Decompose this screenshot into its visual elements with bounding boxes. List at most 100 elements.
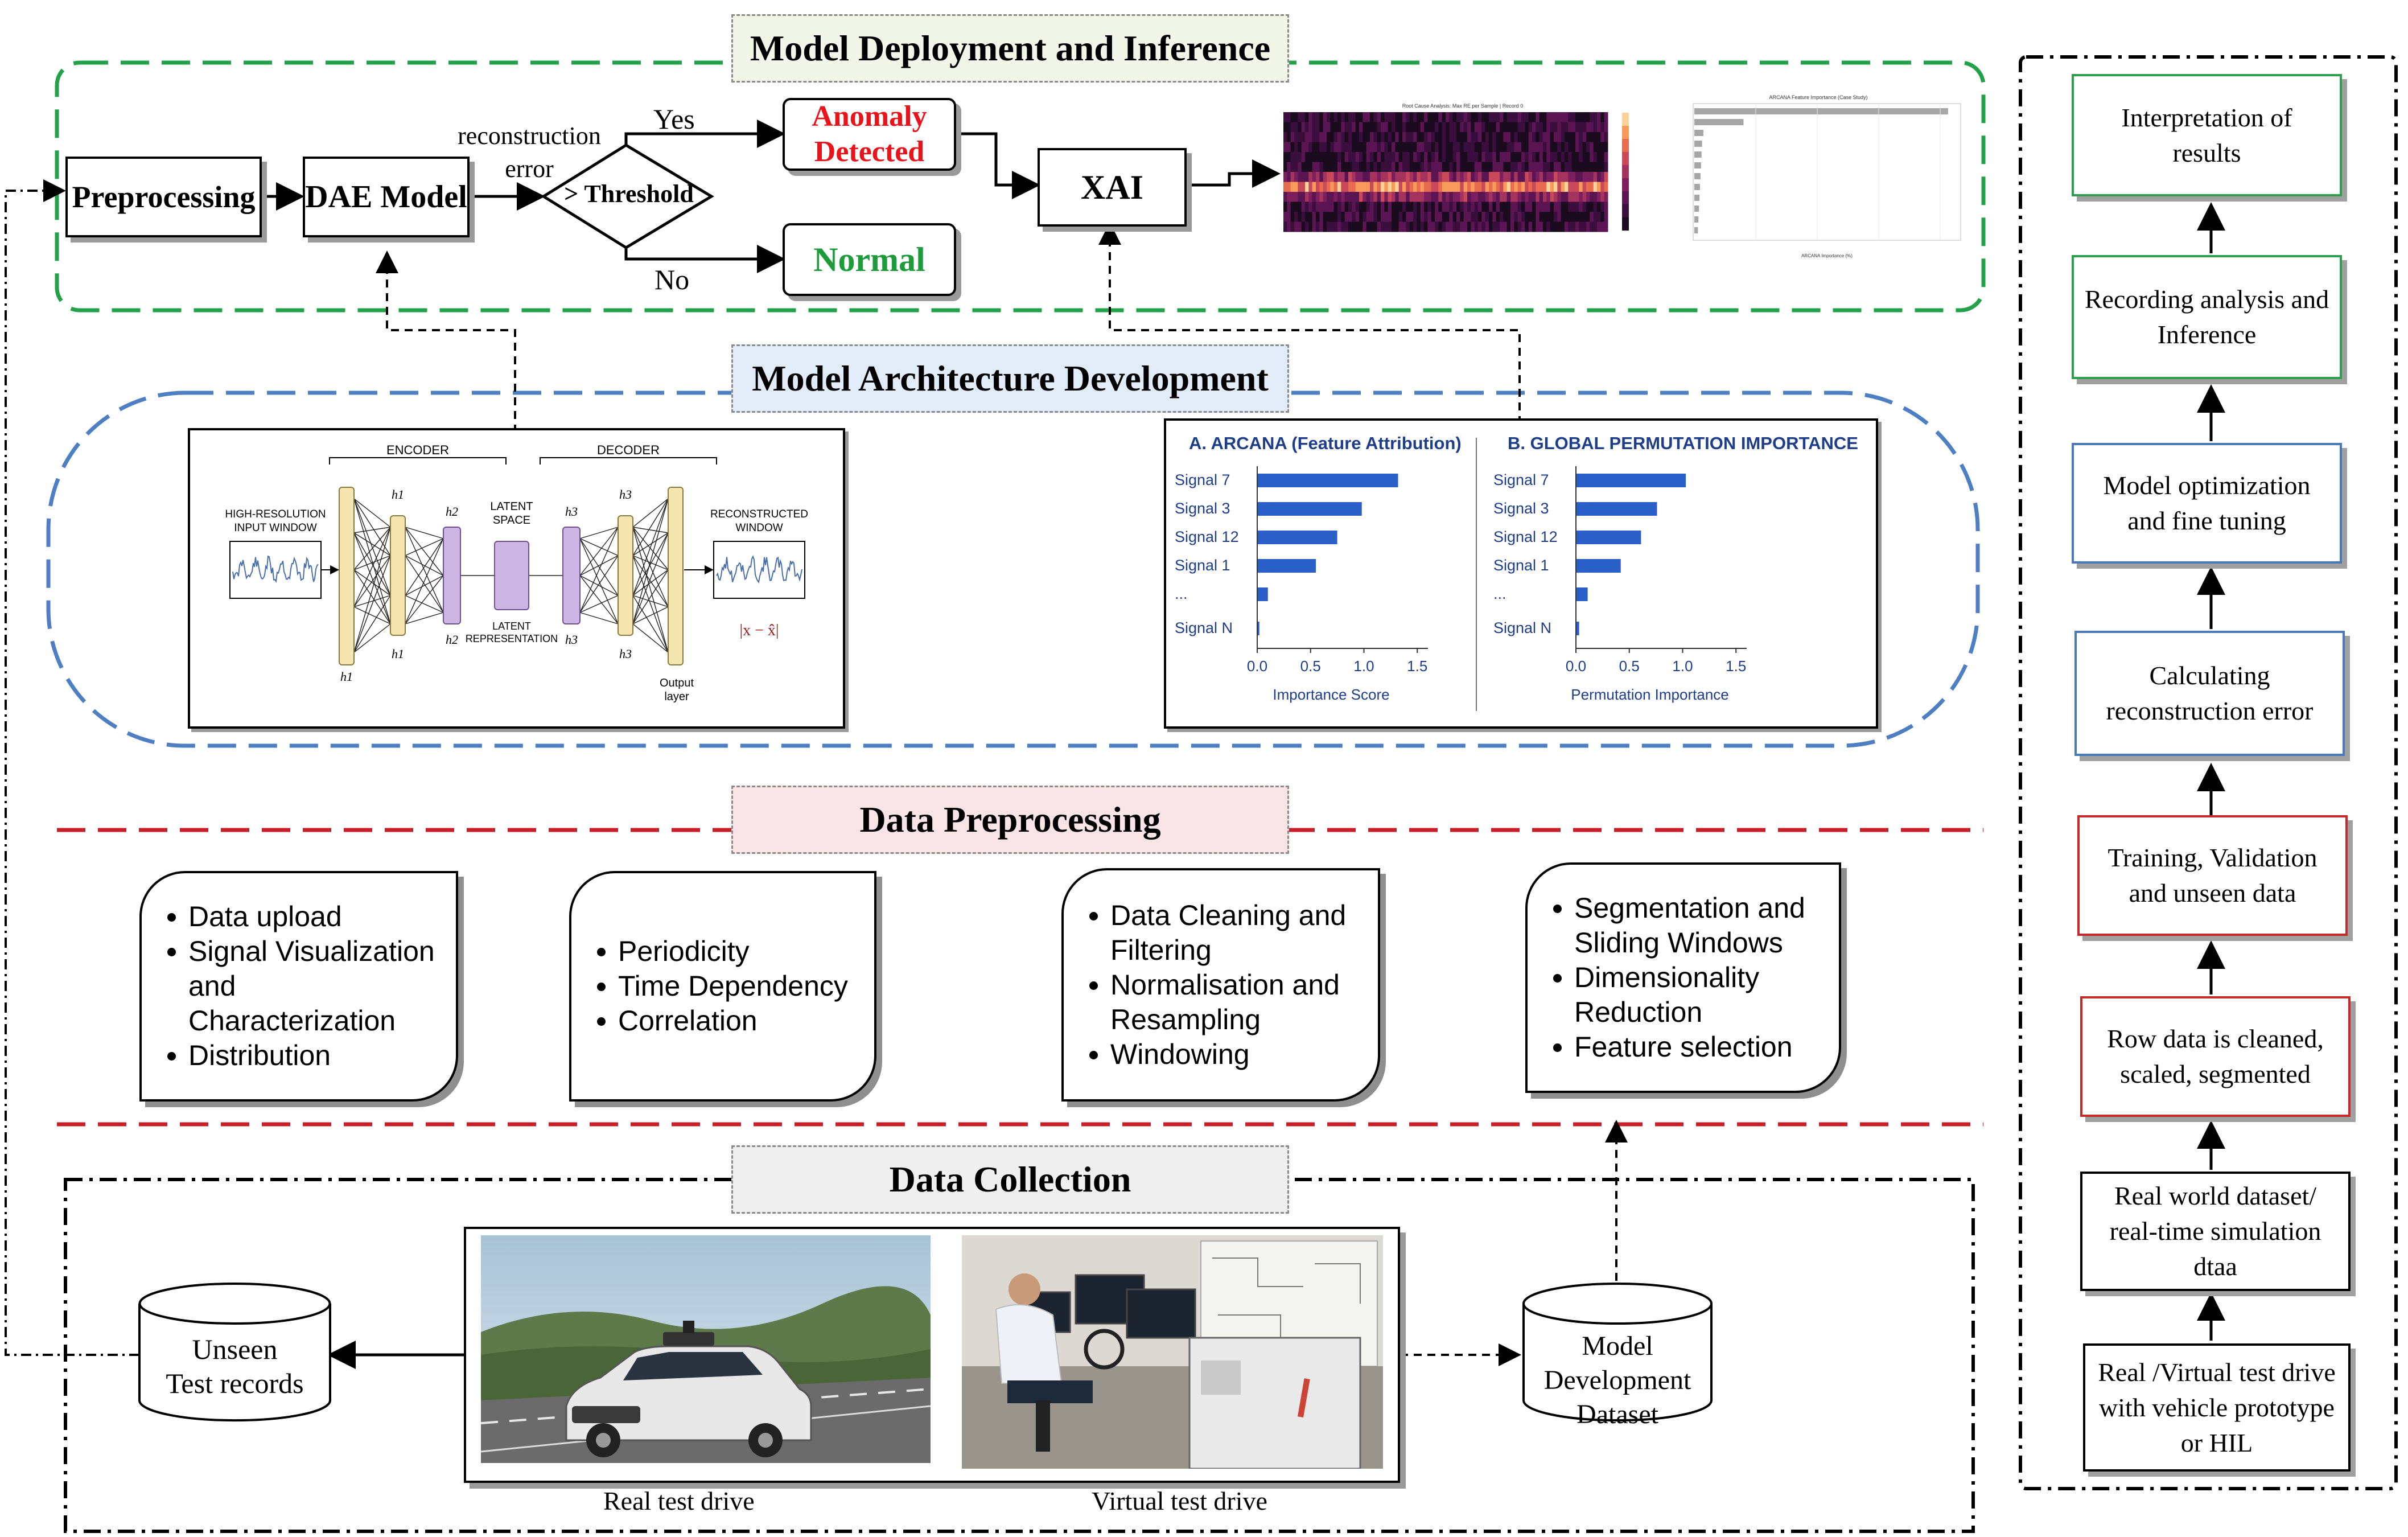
reconstruction-error-label: reconstruction error bbox=[438, 120, 620, 186]
chart-xlabel: Permutation Importance bbox=[1571, 686, 1728, 703]
prep-item: Distribution bbox=[188, 1038, 442, 1073]
latent-space-label-1: LATENT bbox=[490, 500, 533, 513]
chart-title: B. GLOBAL PERMUTATION IMPORTANCE bbox=[1508, 433, 1858, 453]
arcana-chart: A. ARCANA (Feature Attribution)Signal 7S… bbox=[1175, 433, 1462, 703]
prep-box-data-upload: Data upload Signal Visualization and Cha… bbox=[139, 871, 458, 1102]
output-layer-label-2: layer bbox=[664, 691, 689, 703]
h2-label-b: h2 bbox=[446, 632, 458, 647]
xai-box: XAI bbox=[1038, 148, 1187, 227]
right-step-label: Calculating reconstruction error bbox=[2106, 661, 2314, 725]
right-step-label: Training, Validation and unseen data bbox=[2107, 843, 2318, 907]
thumbnail-bars bbox=[1694, 105, 1948, 240]
model-development-label: Model Development Dataset bbox=[1521, 1329, 1714, 1432]
prep-item: Signal Visualization and Characterizatio… bbox=[188, 934, 442, 1038]
h1-label-c: h1 bbox=[392, 647, 404, 661]
chart-tick-label: 0.5 bbox=[1300, 657, 1321, 675]
heatmap-colorbar bbox=[1622, 113, 1629, 231]
virtual-test-drive-caption: Virtual test drive bbox=[1092, 1486, 1267, 1515]
prep-item: Periodicity bbox=[618, 934, 848, 969]
yes-label: Yes bbox=[653, 103, 695, 135]
feature-importance-charts: A. ARCANA (Feature Attribution)Signal 7S… bbox=[1175, 433, 1858, 711]
right-step-optimization: Model optimization and fine tuning bbox=[2072, 443, 2342, 564]
model-dev-line2: Development bbox=[1543, 1365, 1691, 1395]
right-step-recording: Recording analysis and Inference bbox=[2072, 255, 2342, 379]
heatmap-title: Root Cause Analysis: Max RE per Sample |… bbox=[1402, 103, 1523, 109]
input-signal bbox=[232, 555, 319, 583]
chart-category-label: Signal 3 bbox=[1493, 500, 1549, 517]
deployment-section-border bbox=[55, 60, 1986, 313]
right-step-dataset: Real world dataset/ real-time simulation… bbox=[2080, 1172, 2351, 1291]
chart-bar bbox=[1576, 502, 1657, 516]
no-label: No bbox=[655, 264, 690, 295]
reconstructed-signal bbox=[716, 554, 802, 584]
dae-model-box: DAE Model bbox=[303, 157, 470, 237]
decoder-label: DECODER bbox=[597, 443, 660, 457]
h1-label-b: h1 bbox=[392, 487, 404, 502]
architecture-title: Model Architecture Development bbox=[731, 344, 1289, 413]
real-test-drive-caption: Real test drive bbox=[603, 1486, 755, 1515]
chart-category-label: ... bbox=[1175, 585, 1188, 602]
reconstructed-window-label-1: RECONSTRUCTED bbox=[710, 508, 808, 520]
right-step-label: Row data is cleaned, scaled, segmented bbox=[2107, 1024, 2324, 1088]
right-step-test-drive: Real /Virtual test drive with vehicle pr… bbox=[2083, 1343, 2351, 1472]
chart-bar bbox=[1257, 474, 1398, 487]
heatmap-thumbnail: Root Cause Analysis: Max RE per Sample |… bbox=[1283, 103, 1629, 232]
threshold-label: > Threshold bbox=[564, 180, 694, 208]
output-layer-label-1: Output bbox=[660, 677, 694, 689]
chart-tick-label: 0.0 bbox=[1247, 657, 1267, 675]
chart-category-label: Signal N bbox=[1493, 619, 1551, 636]
chart-tick-label: 1.5 bbox=[1407, 657, 1427, 675]
chart-bar bbox=[1257, 502, 1362, 516]
latent-space-label-2: SPACE bbox=[493, 514, 530, 527]
latent-rep-label-2: REPRESENTATION bbox=[466, 633, 558, 644]
right-step-label: Model optimization and fine tuning bbox=[2103, 471, 2311, 535]
chart-bar bbox=[1257, 587, 1268, 601]
right-step-label: Interpretation of results bbox=[2121, 102, 2292, 167]
chart-category-label: ... bbox=[1493, 585, 1506, 602]
chart-category-label: Signal 7 bbox=[1175, 471, 1230, 488]
model-dev-line1: Model bbox=[1582, 1331, 1653, 1361]
chart-category-label: Signal 12 bbox=[1175, 528, 1239, 545]
chart-bar bbox=[1576, 531, 1641, 544]
dae-model-label: DAE Model bbox=[305, 179, 467, 215]
prep-item: Segmentation and Sliding Windows bbox=[1574, 891, 1825, 960]
prep-box-cleaning: Data Cleaning and Filtering Normalisatio… bbox=[1061, 868, 1380, 1102]
chart-tick-label: 1.0 bbox=[1353, 657, 1374, 675]
virtual-test-drive-image: ▬▬ bbox=[962, 1235, 1383, 1469]
right-step-reconstruction: Calculating reconstruction error bbox=[2074, 631, 2345, 756]
preprocessing-title: Data Preprocessing bbox=[731, 786, 1289, 854]
right-step-label: Recording analysis and Inference bbox=[2084, 285, 2329, 349]
prep-item: Windowing bbox=[1110, 1037, 1364, 1072]
prep-item: Dimensionality Reduction bbox=[1574, 960, 1825, 1030]
collection-title: Data Collection bbox=[731, 1145, 1289, 1214]
unseen-line1: Unseen bbox=[192, 1333, 278, 1365]
input-window-label-2: INPUT WINDOW bbox=[234, 522, 316, 534]
chart-tick-label: 1.0 bbox=[1672, 657, 1693, 675]
chart-bar bbox=[1576, 622, 1579, 635]
h3-label-b: h3 bbox=[565, 632, 578, 647]
preprocessing-label: Preprocessing bbox=[72, 180, 256, 214]
chart-bar bbox=[1576, 559, 1621, 573]
prep-item: Data upload bbox=[188, 899, 442, 934]
right-step-label: Real world dataset/ real-time simulation… bbox=[2109, 1181, 2321, 1281]
dae-connections bbox=[353, 498, 669, 653]
preprocessing-box: Preprocessing bbox=[65, 157, 262, 237]
h2-label-a: h2 bbox=[446, 504, 458, 519]
chart-bar bbox=[1257, 622, 1259, 635]
feature-importance-thumbnail: ARCANA Feature Importance (Case Study) A… bbox=[1693, 94, 1961, 258]
dae-architecture-diagram: ENCODER DECODER HIGH-RESOLUTION INPUT WI… bbox=[225, 443, 808, 703]
encoder-label: ENCODER bbox=[386, 443, 449, 457]
right-column-border bbox=[2019, 55, 2398, 1490]
reconstruction-error-line2: error bbox=[505, 155, 554, 183]
right-step-cleaned: Row data is cleaned, scaled, segmented bbox=[2080, 996, 2351, 1117]
threshold-diamond bbox=[541, 143, 714, 249]
input-window-label-1: HIGH-RESOLUTION bbox=[225, 508, 326, 520]
h1-label-a: h1 bbox=[340, 669, 353, 684]
chart-bar bbox=[1576, 587, 1588, 601]
unseen-line2: Test records bbox=[166, 1367, 304, 1399]
prep-item: Time Dependency bbox=[618, 969, 848, 1004]
chart-bar bbox=[1257, 559, 1316, 573]
reconstruction-error-line1: reconstruction bbox=[458, 122, 601, 150]
deployment-title: Model Deployment and Inference bbox=[731, 14, 1289, 83]
